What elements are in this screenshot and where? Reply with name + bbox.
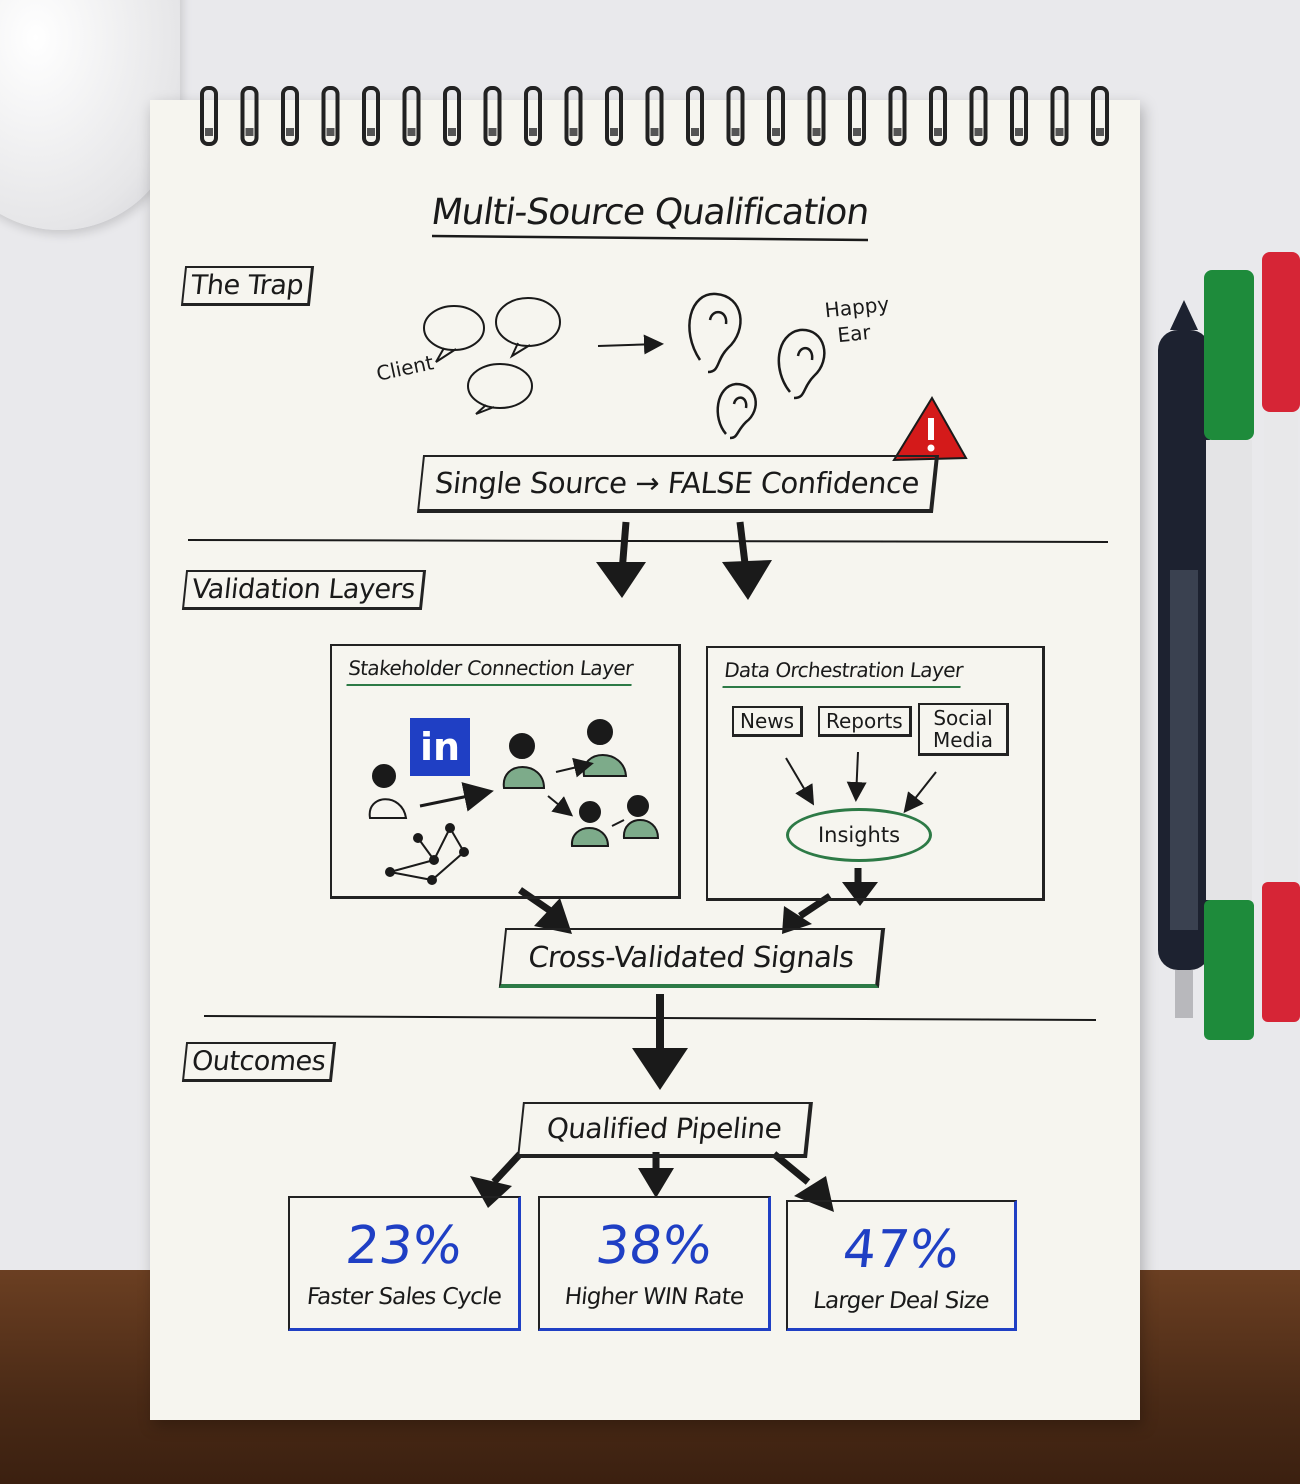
linkedin-icon: in bbox=[410, 718, 470, 776]
spiral-ring bbox=[807, 86, 826, 146]
outcome-label: Larger Deal Size bbox=[811, 1288, 991, 1314]
spiral-binding bbox=[200, 86, 1109, 146]
section-label-outcomes: Outcomes bbox=[181, 1042, 337, 1082]
stakeholder-layer-box: Stakeholder Connection Layer bbox=[330, 644, 681, 899]
warning-icon bbox=[892, 396, 968, 462]
black-pen bbox=[1158, 300, 1210, 1018]
data-layer-title: Data Orchestration Layer bbox=[722, 658, 964, 688]
spiral-ring bbox=[969, 86, 988, 146]
spiral-ring bbox=[240, 86, 259, 146]
divider-2 bbox=[203, 1015, 1097, 1021]
spiral-ring bbox=[686, 86, 704, 146]
speech-bubble-icon bbox=[423, 297, 561, 415]
outcome-card: 47% Larger Deal Size bbox=[786, 1200, 1017, 1331]
source-social-media: Social Media bbox=[918, 703, 1009, 756]
green-marker bbox=[1204, 270, 1254, 1040]
section-label-trap: The Trap bbox=[180, 266, 315, 306]
divider-1 bbox=[187, 539, 1109, 543]
spiral-ring bbox=[726, 86, 745, 146]
network-graph-icon bbox=[385, 823, 469, 885]
data-layer-box: Data Orchestration Layer bbox=[706, 646, 1045, 901]
happy-ear-label: Happy Ear bbox=[823, 291, 893, 349]
spiral-ring bbox=[929, 86, 947, 146]
page-title: Multi-Source Qualification bbox=[428, 192, 872, 233]
section-label-validation: Validation Layers bbox=[181, 570, 426, 610]
spiral-ring bbox=[564, 86, 583, 146]
spiral-ring bbox=[605, 86, 623, 146]
red-marker bbox=[1262, 252, 1300, 1022]
person-icon bbox=[368, 719, 660, 847]
spiral-ring bbox=[1091, 86, 1109, 146]
outcome-value: 23% bbox=[343, 1216, 465, 1276]
spiral-ring bbox=[524, 86, 542, 146]
source-reports: Reports bbox=[818, 706, 912, 737]
source-arrows bbox=[785, 751, 937, 814]
title-underline bbox=[431, 234, 869, 242]
spiral-ring bbox=[362, 86, 380, 146]
spiral-ring bbox=[402, 86, 421, 146]
spiral-ring bbox=[321, 86, 340, 146]
pens bbox=[1158, 252, 1300, 1040]
spiral-ring bbox=[645, 86, 664, 146]
spiral-ring bbox=[281, 86, 299, 146]
spiral-ring bbox=[848, 86, 866, 146]
outcome-value: 38% bbox=[593, 1216, 715, 1276]
outcome-label: Higher WIN Rate bbox=[563, 1284, 745, 1310]
ear-icon bbox=[688, 292, 826, 440]
stakeholder-layer-title: Stakeholder Connection Layer bbox=[346, 656, 635, 686]
spiral-ring bbox=[483, 86, 502, 146]
cross-validated-signals-box: Cross-Validated Signals bbox=[498, 928, 886, 988]
split-arrows bbox=[470, 1151, 834, 1212]
outcome-card: 23% Faster Sales Cycle bbox=[288, 1196, 521, 1331]
spiral-ring bbox=[1010, 86, 1028, 146]
outcome-label: Faster Sales Cycle bbox=[305, 1284, 503, 1310]
spiral-ring bbox=[443, 86, 461, 146]
down-arrow-icon bbox=[596, 521, 772, 600]
source-news: News bbox=[732, 706, 804, 737]
outcome-card: 38% Higher WIN Rate bbox=[538, 1196, 771, 1331]
insights-node: Insights bbox=[786, 808, 932, 862]
spiral-ring bbox=[1050, 86, 1069, 146]
outcome-value: 47% bbox=[840, 1220, 962, 1280]
arrow-to-ears bbox=[597, 334, 664, 355]
spiral-ring bbox=[888, 86, 907, 146]
qualified-pipeline-box: Qualified Pipeline bbox=[517, 1102, 813, 1158]
spiral-ring bbox=[767, 86, 785, 146]
spiral-ring bbox=[200, 86, 218, 146]
single-source-banner: Single Source → FALSE Confidence bbox=[416, 455, 940, 513]
connection-arrows bbox=[419, 757, 625, 827]
down-arrow-icon bbox=[632, 994, 688, 1090]
